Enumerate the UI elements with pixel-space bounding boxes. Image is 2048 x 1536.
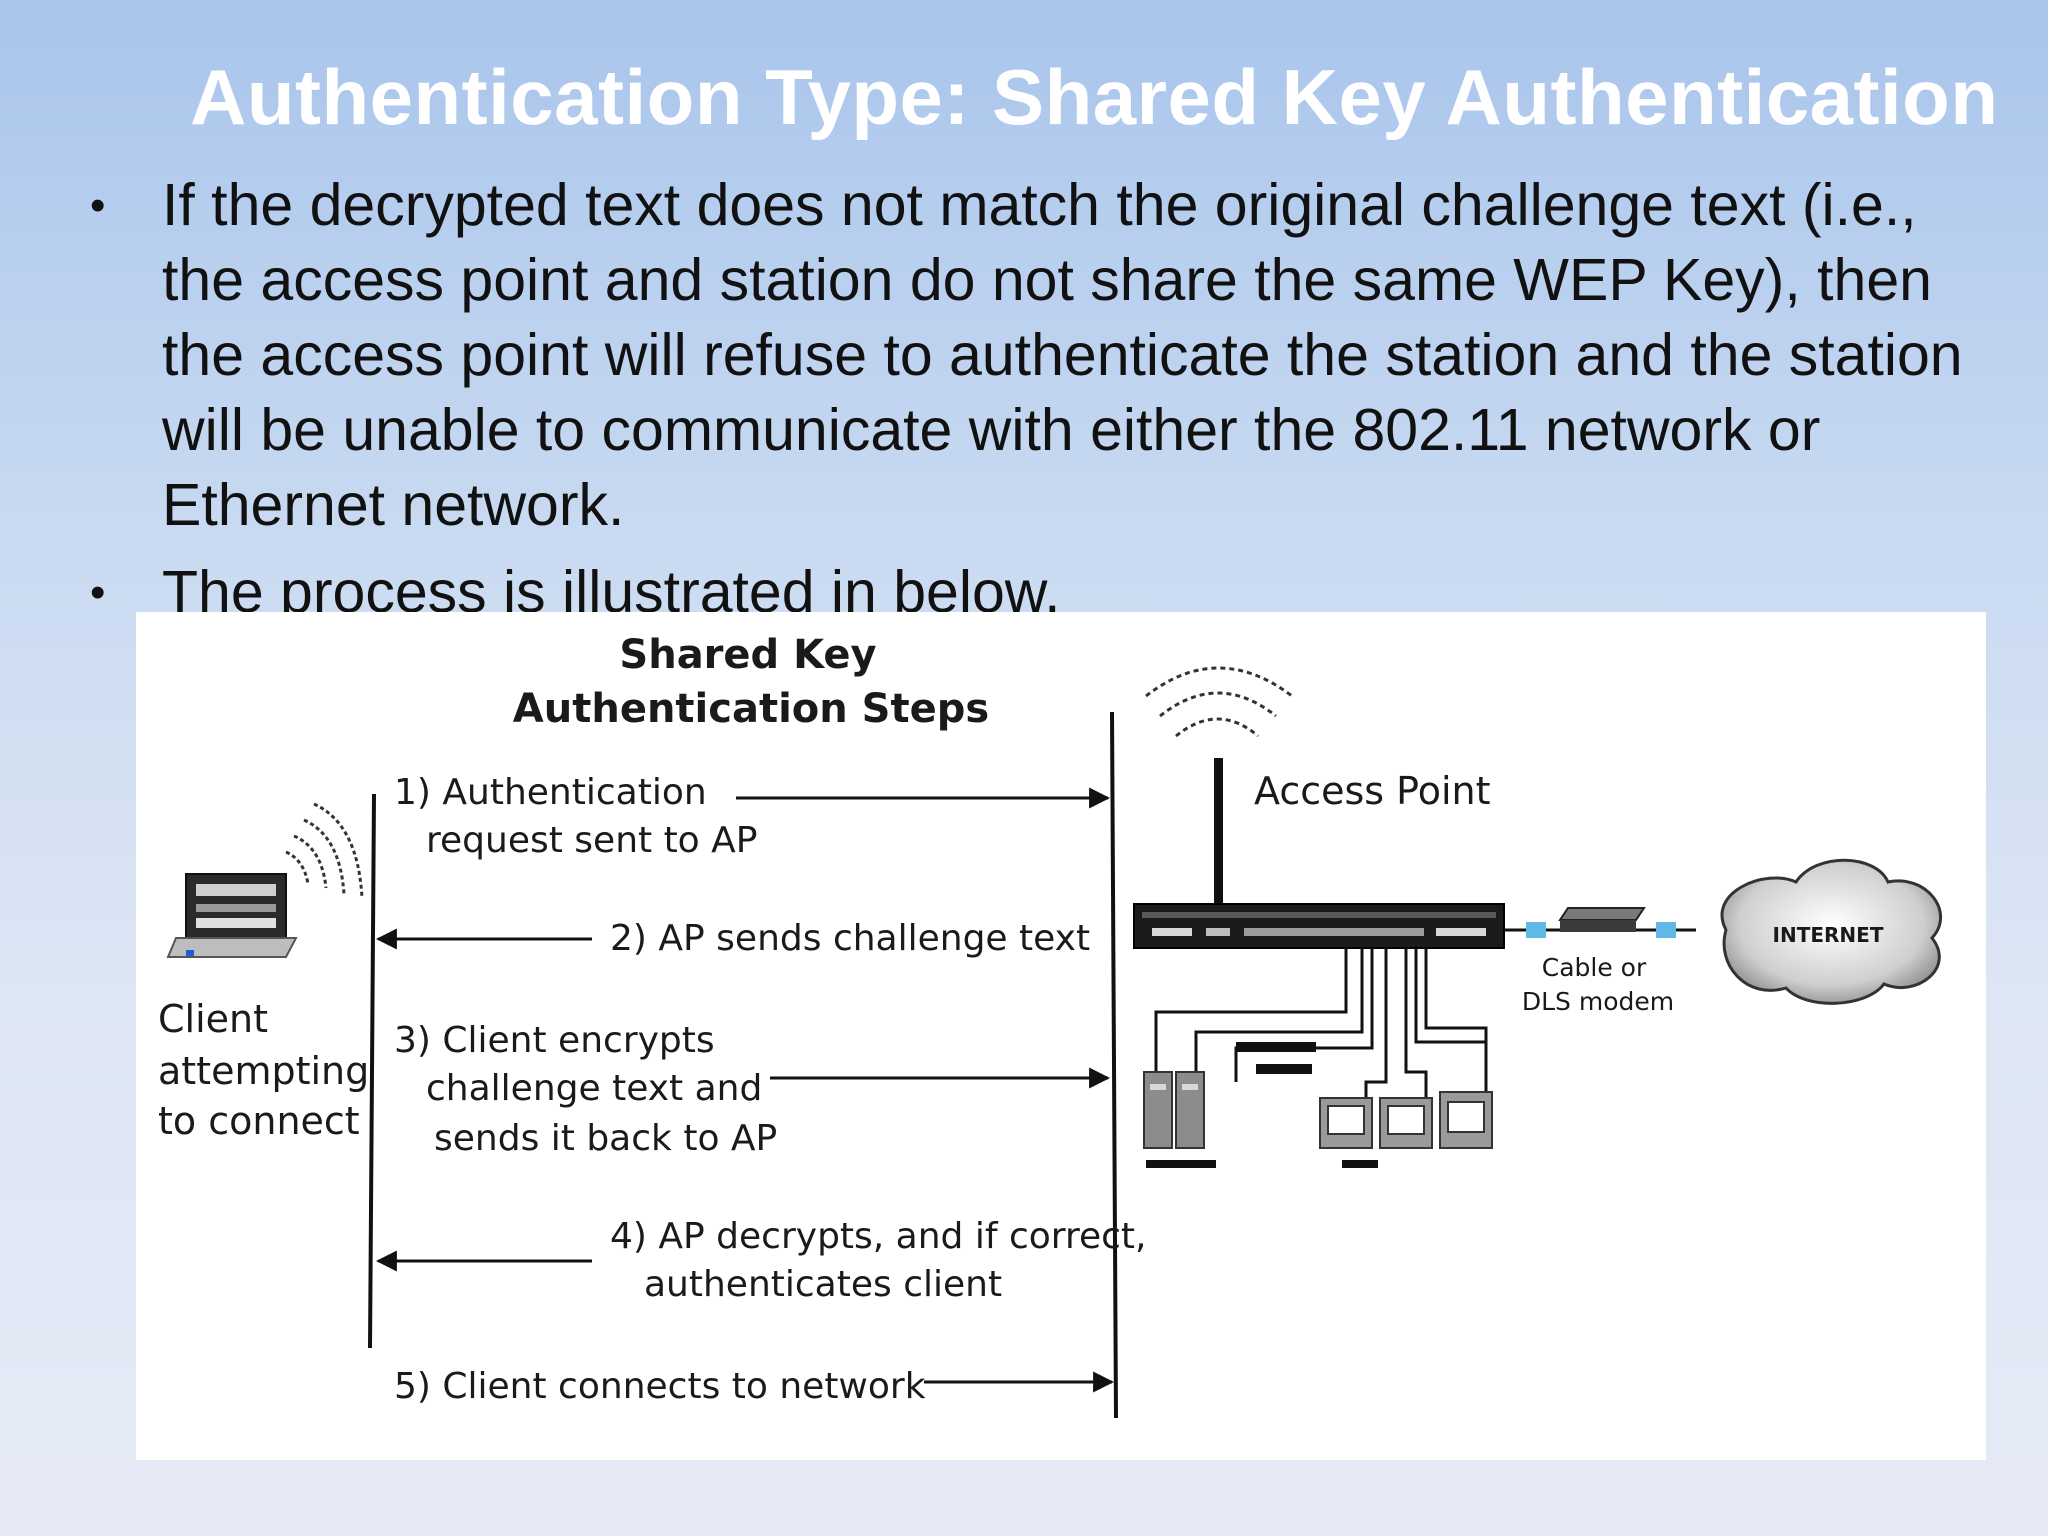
diagram-title-line1: Shared Key <box>619 632 876 678</box>
step-4-line1: 4) AP decrypts, and if correct, <box>610 1216 1146 1257</box>
server-icon <box>1143 1071 1216 1168</box>
bullet-text: If the decrypted text does not match the… <box>162 172 1963 538</box>
lan-cables <box>1154 948 1488 1102</box>
diagram-title-line2: Authentication Steps <box>513 686 989 732</box>
bullet-dot-icon: • <box>90 568 106 617</box>
pc-label-bar <box>1342 1160 1378 1168</box>
step-2-line1: 2) AP sends challenge text <box>610 918 1090 959</box>
client-label-line3: to connect <box>158 1099 360 1143</box>
modem-label-line2: DLS modem <box>1522 987 1674 1016</box>
client-label-line1: Client <box>158 997 268 1041</box>
laptop-icon <box>166 873 298 958</box>
diagram-canvas: Shared Key Authentication Steps Client a… <box>158 632 1943 1419</box>
step-3-line1: 3) Client encrypts <box>394 1020 715 1061</box>
switch-label-bar <box>1236 1042 1316 1052</box>
slide-title: Authentication Type: Shared Key Authenti… <box>190 53 1999 141</box>
bullet-list: • If the decrypted text does not match t… <box>90 168 1990 630</box>
ap-antenna <box>1214 758 1223 906</box>
modem-icon <box>1558 907 1646 932</box>
connector-icon <box>1526 922 1546 938</box>
access-point-label: Access Point <box>1254 769 1491 813</box>
bullet-item: • If the decrypted text does not match t… <box>90 168 1990 543</box>
switch-label-bar <box>1256 1064 1312 1074</box>
bullet-dot-icon: • <box>90 181 106 230</box>
client-timeline <box>368 793 376 1349</box>
ap-timeline <box>1110 711 1118 1419</box>
cloud-icon <box>1720 858 1943 1005</box>
router-icon <box>1133 903 1505 949</box>
connector-icon <box>1656 922 1676 938</box>
client-label-line2: attempting <box>158 1049 369 1093</box>
step-3-line2: challenge text and <box>426 1068 762 1109</box>
shared-key-diagram: Shared Key Authentication Steps Client a… <box>136 612 1986 1460</box>
cloud-label: INTERNET <box>1773 923 1884 947</box>
step-4-line2: authenticates client <box>644 1264 1002 1305</box>
pc-icon <box>1439 1091 1493 1149</box>
modem-label-line1: Cable or <box>1542 953 1647 982</box>
step-1-line1: 1) Authentication <box>394 772 707 813</box>
step-1-line2: request sent to AP <box>426 820 758 861</box>
pc-icon <box>1319 1097 1373 1149</box>
step-3-line3: sends it back to AP <box>434 1118 777 1159</box>
wifi-waves-icon <box>1145 666 1293 738</box>
wifi-waves-icon <box>285 802 364 899</box>
step-5-line1: 5) Client connects to network <box>394 1366 926 1407</box>
pc-icon <box>1379 1097 1433 1149</box>
